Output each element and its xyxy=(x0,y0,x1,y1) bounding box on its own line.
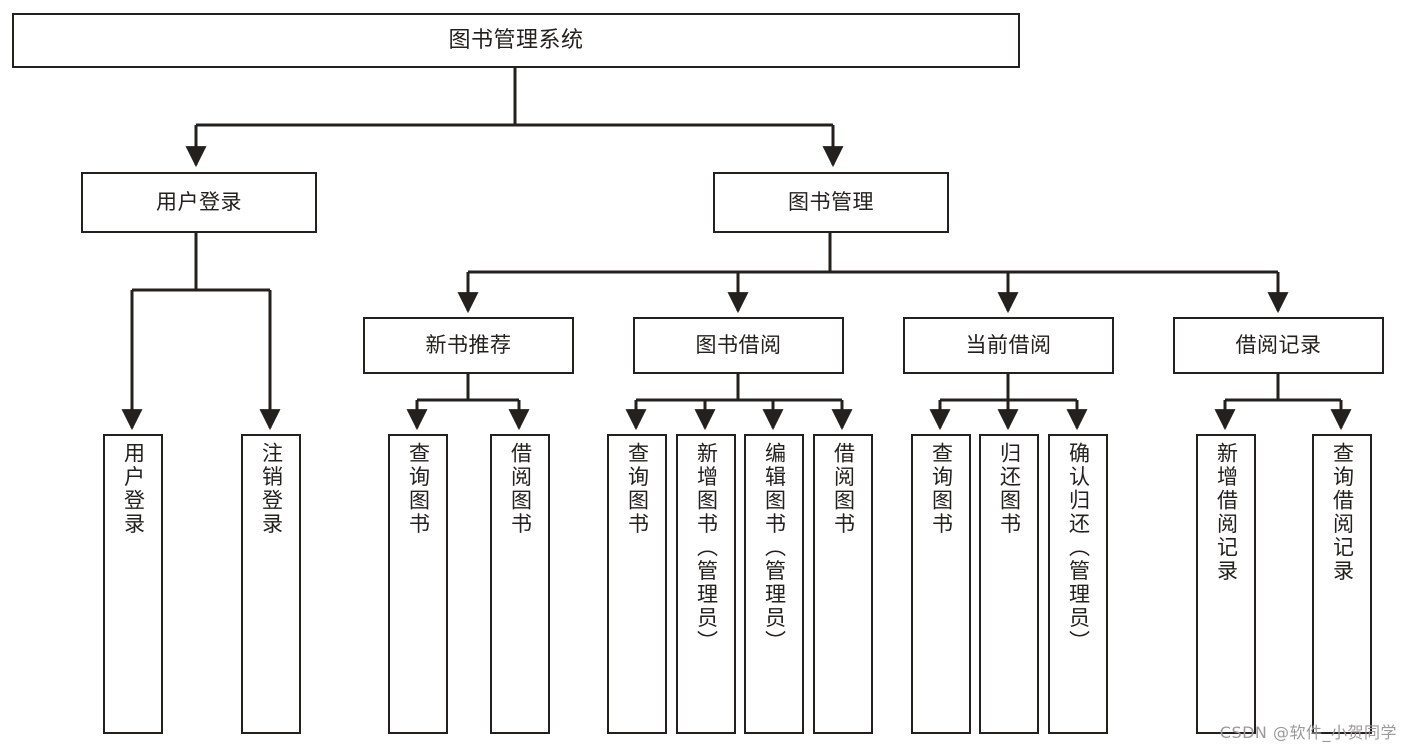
leaf-user-login-0-label: 用户登录 xyxy=(121,442,146,536)
leaf-book-borrow-0[interactable]: 查询图书 xyxy=(607,434,667,734)
node-new-book-recommend[interactable]: 新书推荐 xyxy=(363,317,574,374)
node-new-book-recommend-label: 新书推荐 xyxy=(425,333,512,358)
leaf-borrow-record-1[interactable]: 查询借阅记录 xyxy=(1312,434,1372,734)
leaf-user-login-1[interactable]: 注销登录 xyxy=(241,434,301,734)
leaf-borrow-record-0[interactable]: 新增借阅记录 xyxy=(1196,434,1256,734)
node-root[interactable]: 图书管理系统 xyxy=(12,13,1020,68)
leaf-book-borrow-0-label: 查询图书 xyxy=(625,442,650,536)
leaf-borrow-record-0-label: 新增借阅记录 xyxy=(1214,442,1239,583)
leaf-book-borrow-2-label: 编辑图书（管理员） xyxy=(762,442,787,654)
leaf-user-login-0[interactable]: 用户登录 xyxy=(103,434,163,734)
node-root-label: 图书管理系统 xyxy=(448,27,584,53)
node-book-manage-label: 图书管理 xyxy=(788,190,874,215)
node-borrow-record-label: 借阅记录 xyxy=(1235,333,1322,358)
leaf-borrow-record-1-label: 查询借阅记录 xyxy=(1330,442,1355,583)
leaf-user-login-1-label: 注销登录 xyxy=(259,442,284,536)
node-borrow-record[interactable]: 借阅记录 xyxy=(1173,317,1384,374)
leaf-new-book-recommend-0-label: 查询图书 xyxy=(406,442,431,536)
leaf-current-borrow-2[interactable]: 确认归还（管理员） xyxy=(1048,434,1108,734)
leaf-book-borrow-3-label: 借阅图书 xyxy=(831,442,856,536)
leaf-book-borrow-1-label: 新增图书（管理员） xyxy=(694,442,719,654)
node-book-borrow[interactable]: 图书借阅 xyxy=(633,317,844,374)
leaf-book-borrow-3[interactable]: 借阅图书 xyxy=(813,434,873,734)
node-user-login[interactable]: 用户登录 xyxy=(81,172,317,233)
node-current-borrow-label: 当前借阅 xyxy=(965,333,1052,358)
leaf-book-borrow-2[interactable]: 编辑图书（管理员） xyxy=(744,434,804,734)
leaf-current-borrow-1[interactable]: 归还图书 xyxy=(979,434,1039,734)
leaf-current-borrow-2-label: 确认归还（管理员） xyxy=(1066,442,1091,654)
leaf-current-borrow-0-label: 查询图书 xyxy=(929,442,954,536)
leaf-new-book-recommend-0[interactable]: 查询图书 xyxy=(388,434,448,734)
leaf-new-book-recommend-1-label: 借阅图书 xyxy=(508,442,533,536)
node-book-manage[interactable]: 图书管理 xyxy=(713,172,949,233)
leaf-current-borrow-0[interactable]: 查询图书 xyxy=(911,434,971,734)
node-current-borrow[interactable]: 当前借阅 xyxy=(903,317,1114,374)
node-book-borrow-label: 图书借阅 xyxy=(695,333,782,358)
leaf-new-book-recommend-1[interactable]: 借阅图书 xyxy=(490,434,550,734)
leaf-book-borrow-1[interactable]: 新增图书（管理员） xyxy=(676,434,736,734)
leaf-current-borrow-1-label: 归还图书 xyxy=(997,442,1022,536)
node-user-login-label: 用户登录 xyxy=(156,190,242,215)
